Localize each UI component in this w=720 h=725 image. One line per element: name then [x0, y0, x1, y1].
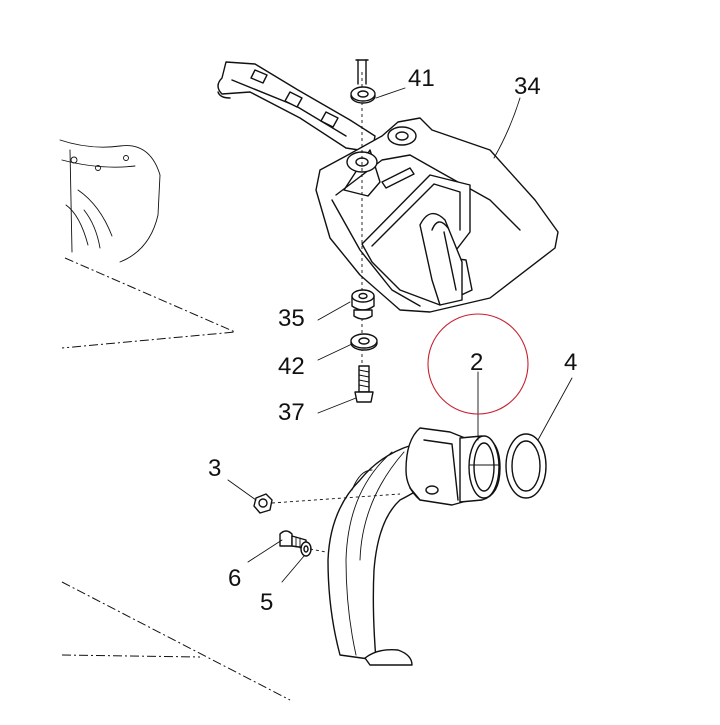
highlight-circle: [427, 313, 529, 415]
callout-6: 6: [228, 565, 241, 592]
callout-2: 2: [470, 349, 483, 376]
callout-42: 42: [278, 353, 305, 380]
callout-3: 3: [208, 455, 221, 482]
nut-part: [253, 493, 401, 514]
callout-34: 34: [514, 73, 541, 100]
air-box-housing: [315, 117, 559, 313]
intake-hose: [327, 427, 501, 666]
mounting-bracket: [217, 61, 376, 153]
callout-labels: 41 34 35 42 37 2 4 3 6 5: [208, 65, 577, 616]
o-ring-seal: [505, 433, 547, 499]
callout-4: 4: [564, 349, 577, 376]
callout-5: 5: [260, 589, 273, 616]
leader-lines: [227, 87, 573, 583]
callout-35: 35: [278, 305, 305, 332]
callout-41: 41: [408, 65, 435, 92]
screw-and-washer: [279, 530, 327, 557]
hardware-stack: [350, 59, 378, 403]
callout-37: 37: [278, 399, 305, 426]
reference-lines: [59, 139, 291, 701]
